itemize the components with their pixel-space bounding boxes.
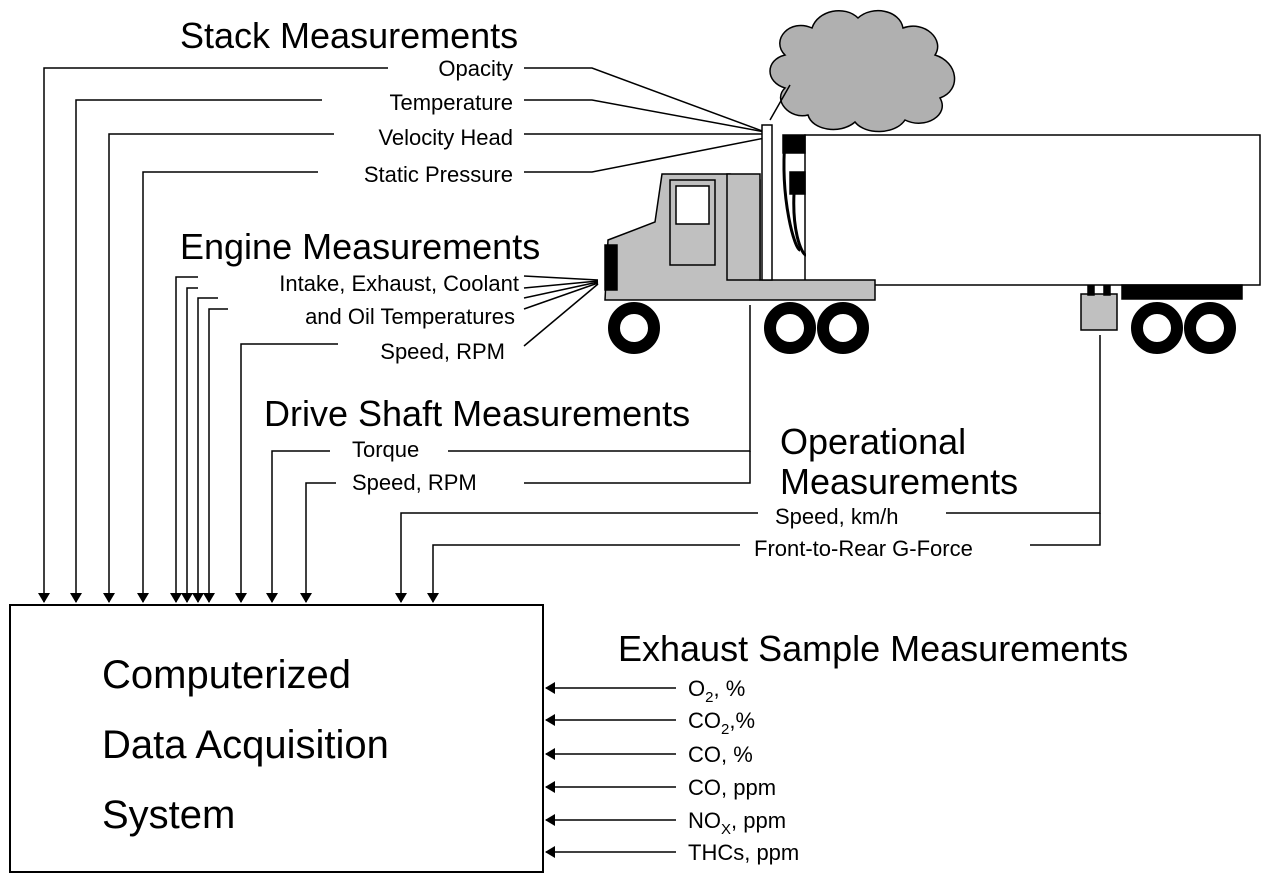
trailer (804, 134, 1261, 286)
engine-sensor-fan-3 (523, 281, 599, 299)
drive-shaft-speed-sensor-line (524, 451, 751, 484)
engine-temp-line-3 (192, 297, 218, 603)
static-pressure-sensor-line (524, 137, 766, 173)
engine-temp-line-2 (181, 287, 198, 603)
engine-item-temps-1: Intake, Exhaust, Coolant (279, 271, 519, 296)
static-pressure-line (137, 171, 318, 603)
stack-item-temperature: Temperature (389, 90, 513, 115)
system-label-line1: Computerized (102, 653, 352, 697)
opacity-line (38, 67, 388, 603)
trailer-wheel-2 (1184, 302, 1236, 354)
truck-illustration (604, 124, 1261, 331)
speed-kmh-line (395, 512, 758, 603)
drive-shaft-item-torque: Torque (352, 437, 420, 462)
front-wheel (608, 302, 660, 354)
exhaust-item-o2: O2, % (688, 676, 746, 706)
wheels (608, 302, 1236, 354)
exhaust-item-co2: CO2,% (688, 708, 756, 738)
exhaust-item-co-pct: CO, % (688, 742, 753, 767)
torque-line (266, 450, 330, 603)
trailer-wheel-1 (1131, 302, 1183, 354)
engine-item-temps-2: and Oil Temperatures (305, 304, 515, 329)
connector-lines (38, 67, 1101, 858)
cab-window (675, 185, 710, 225)
engine-heading: Engine Measurements (180, 226, 541, 267)
engine-sensor-fan-2 (523, 280, 599, 289)
smoke-cloud (769, 10, 956, 133)
exhaust-item-nox: NOX, ppm (688, 808, 787, 838)
system-label-line2: Data Acquisition (102, 723, 389, 767)
stack-heading: Stack Measurements (180, 15, 519, 56)
engine-speed-line (235, 343, 338, 603)
engine-sensor-fan-5 (523, 283, 599, 347)
engine-sensor-fan-4 (523, 282, 599, 310)
stack-item-velocity-head: Velocity Head (378, 125, 513, 150)
opacity-sensor-line (524, 67, 766, 133)
system-label-line3: System (102, 793, 236, 837)
drive-shaft-speed-line (300, 482, 336, 603)
trailer-axle-frame (1121, 284, 1243, 300)
exhaust-heading: Exhaust Sample Measurements (618, 628, 1129, 669)
engine-sensor-fan-1 (523, 275, 599, 281)
engine-temp-line-1 (170, 276, 198, 603)
drive-shaft-heading: Drive Shaft Measurements (264, 393, 691, 434)
sleeper (726, 173, 761, 281)
velocity-head-line (103, 133, 334, 603)
temperature-line (70, 99, 322, 603)
drive-shaft-item-speed: Speed, RPM (352, 470, 477, 495)
engine-temp-line-4 (203, 308, 228, 603)
exhaust-stack (761, 124, 773, 281)
engine-item-speed: Speed, RPM (380, 339, 505, 364)
exhaust-item-co-ppm: CO, ppm (688, 775, 777, 800)
exhaust-item-thc: THCs, ppm (688, 840, 800, 865)
stack-item-static-pressure: Static Pressure (363, 162, 513, 187)
smoke-sensor-line (769, 84, 791, 121)
stack-item-opacity: Opacity (438, 56, 513, 81)
g-force-sensor-line (1030, 513, 1101, 546)
g-force-line (427, 544, 740, 603)
grille (604, 244, 618, 291)
temperature-sensor-line (524, 99, 766, 133)
operational-item-speed: Speed, km/h (775, 504, 899, 529)
g-force-sensor-box (1080, 293, 1118, 331)
operational-item-g-force: Front-to-Rear G-Force (754, 536, 973, 561)
data-acquisition-box (9, 604, 544, 873)
operational-heading-line2: Measurements (780, 461, 1019, 502)
drive-wheel-2 (817, 302, 869, 354)
drive-wheel-1 (764, 302, 816, 354)
operational-heading-line1: Operational (780, 421, 967, 462)
